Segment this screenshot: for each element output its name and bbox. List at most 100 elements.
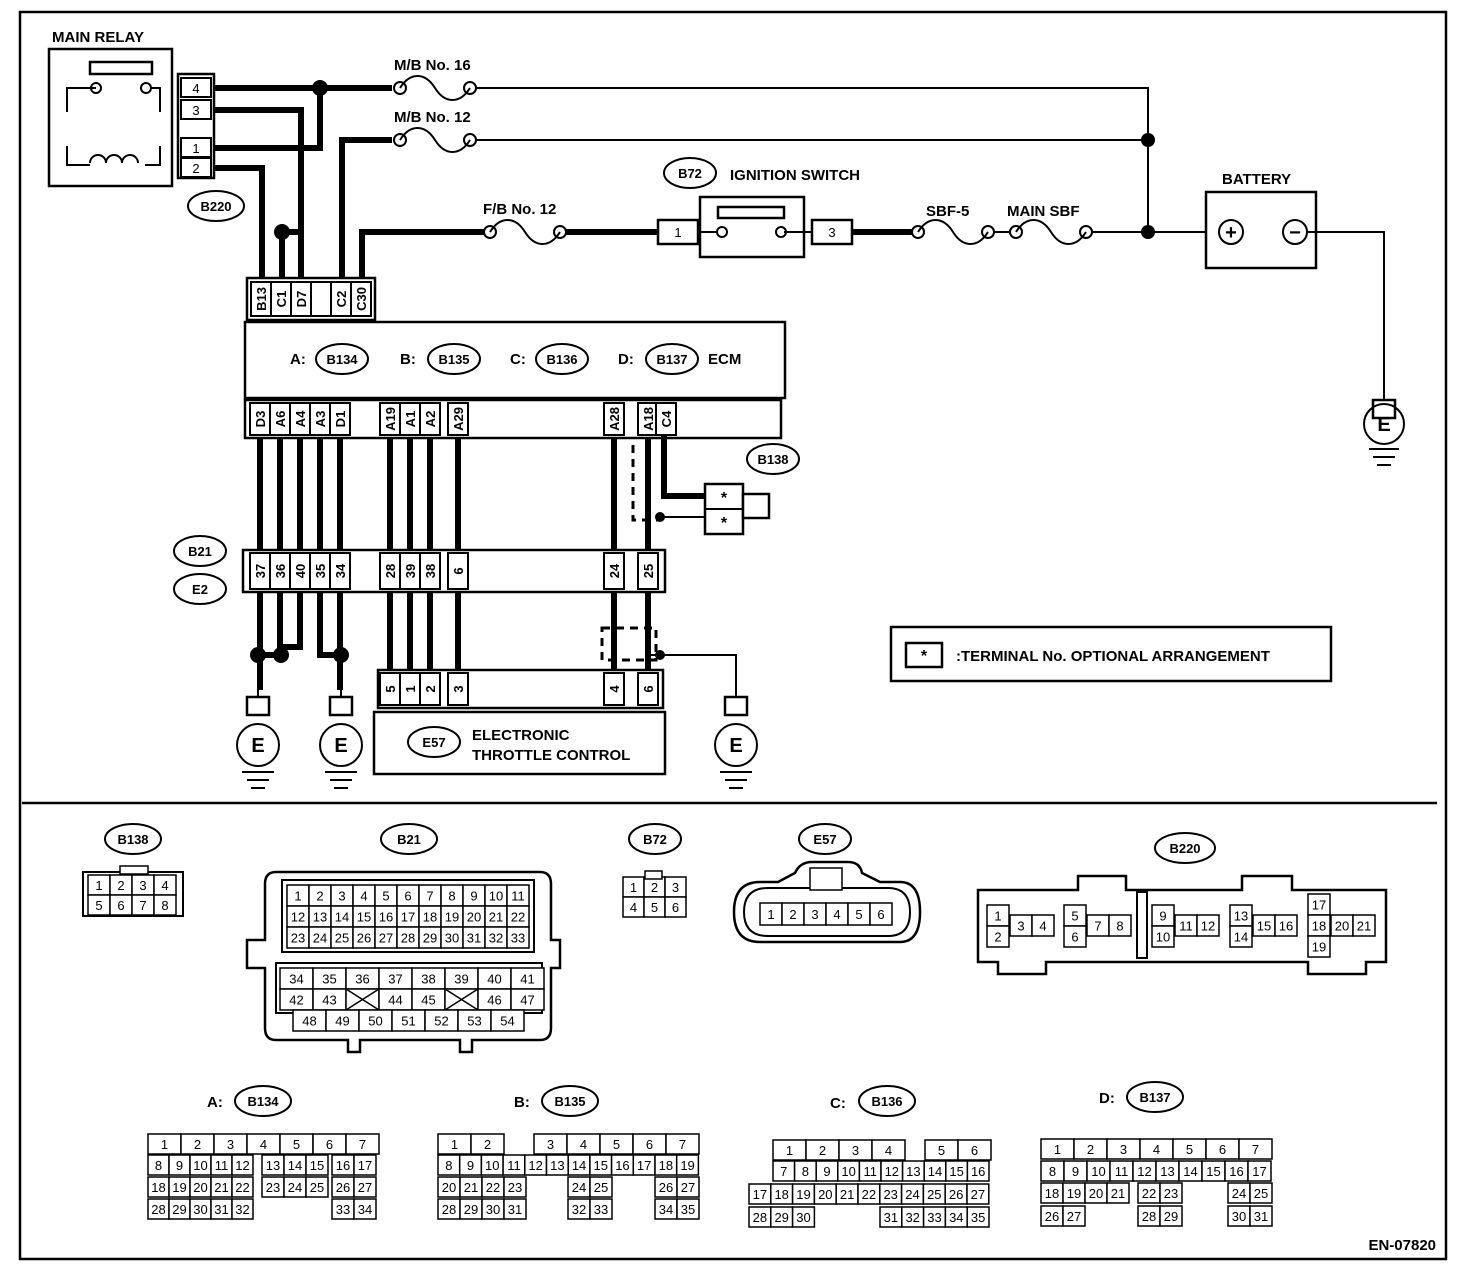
ecm-label: ECM	[708, 351, 741, 368]
face-b135-cell-label: 24	[572, 1180, 586, 1195]
face-b136-cell-label: 12	[885, 1164, 899, 1179]
face-b21-cell-label: 40	[487, 972, 501, 987]
face-b72-cell-label: 6	[672, 900, 679, 915]
ground-e2-2-label: E	[334, 735, 347, 757]
face-b136-cell-label: 13	[906, 1164, 920, 1179]
e57-pin-6: 6	[641, 685, 656, 692]
face-b136-cell-label: 5	[938, 1143, 945, 1158]
b21-pin-37: 37	[253, 564, 268, 578]
ground-label: E	[1377, 414, 1390, 436]
face-b137-cell-label: 20	[1089, 1186, 1103, 1201]
face-b135-cell	[676, 1176, 700, 1198]
face-b136-cell-label: 10	[841, 1164, 855, 1179]
face-b220-cell-label: 9	[1159, 909, 1166, 924]
face-b137-cell	[1159, 1205, 1183, 1227]
face-b136-cell-label: 28	[753, 1210, 767, 1225]
face-b134-cell-label: 23	[266, 1180, 280, 1195]
face-b134-cell	[345, 1133, 380, 1155]
face-b135-cell-label: 25	[594, 1180, 608, 1195]
face-b136-cell-label: 22	[862, 1187, 876, 1202]
e57-body	[372, 710, 667, 776]
b136-tag: B136	[546, 352, 577, 367]
face-b220-cell-label: 21	[1357, 919, 1371, 934]
relay-pin-box	[180, 157, 212, 178]
e57-pin-3: 3	[451, 685, 466, 692]
face-b21-cell-label: 5	[382, 889, 389, 904]
e57-pin-cell	[447, 672, 469, 706]
face-b137-cell-label: 2	[1087, 1142, 1094, 1157]
ecm-bottom-pin-cell	[655, 402, 677, 436]
face-b21-cell-label: 20	[467, 910, 481, 925]
face-b220-cell-label: 2	[994, 930, 1001, 945]
b21-pin-38: 38	[423, 564, 438, 578]
face-b136-cell-label: 3	[852, 1143, 859, 1158]
face-b136-cell-label: 17	[753, 1187, 767, 1202]
face-b134-cell-label: 13	[266, 1158, 280, 1173]
face-b138-cell-label: 1	[95, 878, 102, 893]
face-b220-cell-label: 5	[1071, 909, 1078, 924]
ecm-top-pin-C2: C2	[334, 291, 349, 308]
ecm-bottom-pin-D3: D3	[253, 411, 268, 428]
b21-pin-34: 34	[333, 563, 348, 578]
face-b21-cell-label: 18	[423, 910, 437, 925]
face-b136-cell-label: 19	[796, 1187, 810, 1202]
face-b134-cell-label: 14	[288, 1158, 302, 1173]
face-b134-cell-label: 26	[336, 1180, 350, 1195]
face-b136-cell-label: 26	[949, 1187, 963, 1202]
face-b135-cell-label: 26	[659, 1180, 673, 1195]
face-b220-cell-label: 1	[994, 909, 1001, 924]
ground-e2-2-icon	[319, 723, 363, 767]
face-b135-cell-label: 7	[679, 1137, 686, 1152]
b21-pin-cell	[637, 552, 659, 590]
face-b134-cell-label: 29	[172, 1202, 186, 1217]
face-b137-cell-label: 6	[1219, 1142, 1226, 1157]
face-b21-cell-label: 28	[401, 931, 415, 946]
ecm-bottom-pin-A2: A2	[423, 411, 438, 428]
face-b137-cell-label: 25	[1254, 1186, 1268, 1201]
face-b220-cell-label: 15	[1257, 919, 1271, 934]
face-b72-cell-label: 3	[672, 880, 679, 895]
ign-pin-3-box	[810, 218, 854, 246]
face-b134-cell-label: 5	[293, 1137, 300, 1152]
face-b134-cell-label: 4	[260, 1137, 267, 1152]
face-b220-cell-label: 12	[1201, 919, 1215, 934]
b220-tag: B220	[200, 199, 231, 214]
relay-contact-bar	[88, 60, 154, 76]
face-e57-cell-label: 3	[811, 907, 818, 922]
face-b220-cell-label: 10	[1156, 930, 1170, 945]
e2-lower-wires	[250, 592, 737, 692]
face-b137-cell	[1249, 1205, 1273, 1227]
legend-box	[889, 625, 1333, 683]
b21-pin-40: 40	[293, 564, 308, 578]
face-b138-cell-label: 7	[139, 898, 146, 913]
face-e57-cell-label: 5	[855, 907, 862, 922]
ecm-top-pin-C30: C30	[354, 287, 369, 311]
face-b136-cell	[966, 1206, 990, 1228]
face-b21-cell-label: 16	[379, 910, 393, 925]
face-b220-cell-label: 20	[1335, 919, 1349, 934]
face-b134-cell-label: 8	[155, 1158, 162, 1173]
face-b220-cell-label: 13	[1234, 909, 1248, 924]
face-b72-cell	[664, 896, 687, 918]
face-b135-cell-label: 33	[594, 1202, 608, 1217]
face-b220-cell-label: 6	[1071, 930, 1078, 945]
footer-code: EN-07820	[1368, 1237, 1436, 1254]
ecm-top-pin-C1: C1	[274, 291, 289, 308]
face-b136-cell-label: 34	[949, 1210, 963, 1225]
face-b135-cell	[676, 1198, 700, 1220]
face-b134-cell-label: 1	[161, 1137, 168, 1152]
face-b134-cell	[231, 1176, 254, 1198]
wire-battery-ground	[1307, 231, 1385, 400]
face-b134-cell	[353, 1154, 377, 1176]
face-b137-cell-label: 13	[1160, 1164, 1174, 1179]
wire-relay-1	[214, 88, 323, 151]
face-b220-cell-label: 7	[1094, 919, 1101, 934]
ecm-bottom-pin-A19: A19	[383, 407, 398, 431]
face-b220-cell	[1307, 935, 1331, 958]
ecm-bottom-pin-cell	[419, 402, 441, 436]
face-b21-cell-label: 47	[520, 993, 534, 1008]
face-b134-cell-label: 9	[176, 1158, 183, 1173]
face-b136-cell-label: 16	[971, 1164, 985, 1179]
face-b21-cell-label: 24	[313, 931, 327, 946]
face-b135-tag: B135	[554, 1094, 585, 1109]
